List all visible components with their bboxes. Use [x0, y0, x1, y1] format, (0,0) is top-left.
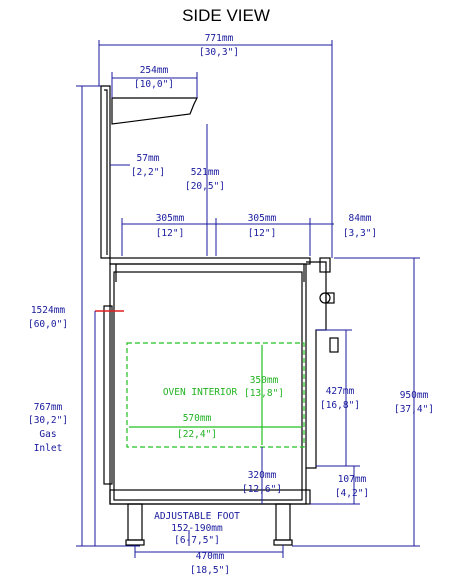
- door-bottom-mm: 107mm: [338, 474, 367, 485]
- overall-height-in: [60,0"]: [28, 319, 68, 330]
- front-foot-pad: [273, 539, 293, 546]
- burner-left-mm: 305mm: [156, 213, 185, 224]
- oven-height-in: [13,8"]: [244, 388, 284, 399]
- shelf-height-mm: 521mm: [191, 167, 220, 178]
- shelf-depth-in: [10,0"]: [134, 79, 174, 90]
- cooktop: [109, 257, 311, 265]
- door-handle: [329, 337, 339, 353]
- oven-interior: OVEN INTERIOR 350mm [13,8"] 570mm [22,4"…: [126, 342, 305, 448]
- backsplash-offset-in: [2,2"]: [131, 167, 165, 178]
- overall-depth-in: [30,3"]: [199, 47, 239, 58]
- oven-floor-mm: 320mm: [248, 470, 277, 481]
- knob-projection-in: [3,3"]: [343, 228, 377, 239]
- oven-height-mm: 350mm: [250, 375, 279, 386]
- foot-range-mm: 152-190mm: [171, 523, 223, 534]
- shelf-depth-mm: 254mm: [140, 65, 169, 76]
- overall-height-mm: 1524mm: [31, 305, 66, 316]
- oven-depth-in: [22,4"]: [177, 429, 217, 440]
- foot-span-in: [18,5"]: [190, 565, 230, 576]
- gas-inlet-mm: 767mm: [34, 402, 63, 413]
- gas-pipe: [103, 305, 113, 485]
- rear-foot: [127, 503, 143, 541]
- overshelf: [111, 97, 198, 125]
- door-bottom-in: [4,2"]: [335, 488, 369, 499]
- burner-right-mm: 305mm: [248, 213, 277, 224]
- oven-depth-mm: 570mm: [183, 413, 212, 424]
- knob-projection-mm: 84mm: [349, 213, 372, 224]
- work-height-mm: 950mm: [400, 390, 429, 401]
- oven-interior-box: [126, 342, 305, 448]
- gas-inlet-in: [30,2"]: [28, 415, 68, 426]
- shelf-height-in: [20,5"]: [185, 181, 225, 192]
- control-knob: [319, 292, 331, 304]
- backsplash-panel: [100, 85, 111, 259]
- knob-top: [319, 257, 331, 273]
- door-height-mm: 427mm: [326, 386, 355, 397]
- gas-inlet-label-2: Inlet: [34, 443, 63, 454]
- rear-foot-pad: [125, 539, 145, 546]
- backsplash-inner: [104, 89, 108, 255]
- dimension-labels: 771mm [30,3"] 254mm [10,0"] 57mm [2,2"] …: [28, 33, 434, 576]
- base-rail: [109, 489, 311, 505]
- body-inner: [113, 271, 303, 501]
- cooktop-sides: [115, 264, 305, 282]
- foot-span-mm: 470mm: [196, 551, 225, 562]
- knob-stem: [325, 292, 335, 304]
- range-outline: [95, 85, 339, 546]
- dimension-lines: [76, 40, 420, 558]
- front-foot: [275, 503, 291, 541]
- backsplash-offset-mm: 57mm: [137, 153, 160, 164]
- burner-right-in: [12"]: [248, 228, 277, 239]
- oven-label: OVEN INTERIOR: [163, 387, 238, 398]
- door-height-in: [16,8"]: [320, 400, 360, 411]
- foot-range-in: [6-7,5"]: [174, 535, 220, 546]
- burner-left-in: [12"]: [156, 228, 185, 239]
- view-title: SIDE VIEW: [182, 6, 270, 25]
- gas-inlet-label-1: Gas: [39, 429, 56, 440]
- foot-label: ADJUSTABLE FOOT: [154, 511, 240, 522]
- oven-floor-in: [12,6"]: [242, 484, 282, 495]
- work-height-in: [37,4"]: [394, 404, 434, 415]
- overall-depth-mm: 771mm: [205, 33, 234, 44]
